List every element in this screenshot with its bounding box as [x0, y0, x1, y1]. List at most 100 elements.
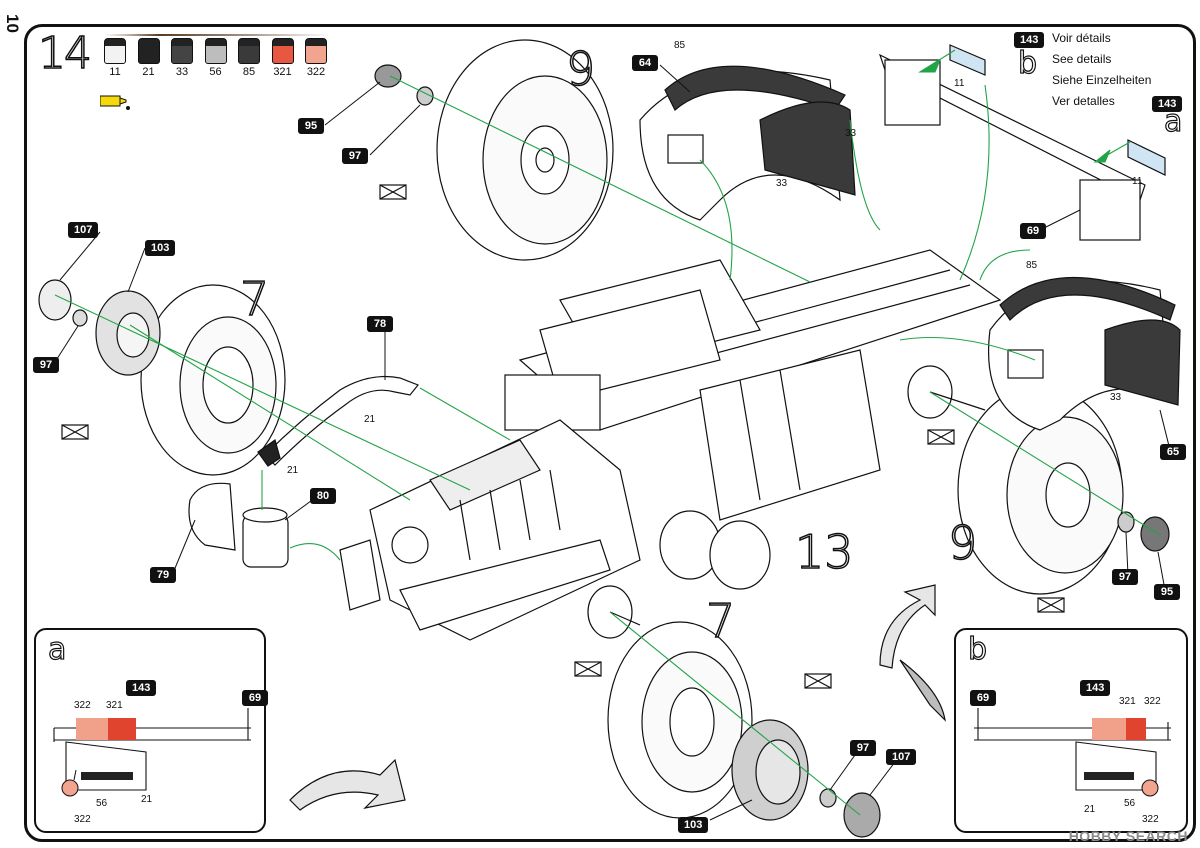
page-frame	[24, 24, 1196, 842]
chassis-frame	[504, 249, 1002, 521]
inset-b-322: 322	[1144, 696, 1161, 707]
paint-label-11-a: 11	[954, 78, 965, 89]
part-tag-103-bottom: 103	[678, 817, 709, 833]
no-cement-icons	[61, 184, 1065, 689]
fender-64	[639, 65, 856, 221]
part-tag-107-bottom: 107	[886, 749, 917, 765]
paint-code: 85	[242, 66, 256, 78]
hub-cap-107-bottom	[843, 792, 881, 838]
tire-number-9-top: 9	[565, 41, 596, 97]
hub-95-right	[1140, 516, 1170, 552]
part-tag-103-left: 103	[145, 240, 176, 256]
paint-label-33-right: 33	[1110, 392, 1122, 403]
paint-chip: 321	[270, 38, 296, 78]
fender-65	[988, 277, 1181, 431]
tire-top-9	[436, 39, 614, 261]
paint-code: 33	[175, 66, 189, 78]
detail-ref-a: a	[1163, 103, 1183, 139]
cement-tube-icon	[100, 94, 130, 110]
details-legend: Voir détails See details Siehe Einzelhei…	[1052, 28, 1151, 112]
paint-label-85-right: 85	[1026, 260, 1038, 271]
paint-jar-icon	[204, 38, 227, 64]
paint-chip: 33	[169, 38, 195, 78]
inset-a-letter: a	[47, 631, 67, 667]
legend-fr: Voir détails	[1052, 31, 1111, 45]
part-tag-143-top: 143	[1014, 32, 1045, 48]
inset-b-letter: b	[967, 631, 988, 667]
part-tag-97-top: 97	[342, 148, 368, 164]
paint-code: 321	[273, 66, 292, 78]
legend-en: See details	[1052, 52, 1112, 66]
inset-b-56: 56	[1124, 798, 1136, 809]
paint-code: 21	[142, 66, 155, 78]
paint-label-21-b: 21	[287, 465, 299, 476]
inset-b-322b: 322	[1142, 814, 1159, 825]
part-tag-64: 64	[632, 55, 658, 71]
inset-a-322: 322	[74, 700, 91, 711]
tire-number-9-right: 9	[947, 515, 978, 571]
paint-code: 56	[209, 66, 222, 78]
paint-chip: 11	[102, 38, 128, 78]
paint-chip: 85	[236, 38, 262, 78]
detail-inset-b: b 69 143 321 322 21 56 322	[954, 628, 1188, 833]
part-tag-79: 79	[150, 567, 176, 583]
part-tag-69: 69	[1020, 223, 1046, 239]
paint-jar-icon	[171, 38, 193, 64]
paint-label-11-b: 11	[1132, 176, 1143, 187]
part-tag-78: 78	[367, 316, 393, 332]
rotate-view-arrow	[289, 584, 946, 811]
bearing-97-bottom	[819, 788, 837, 808]
inset-a-321: 321	[106, 700, 123, 711]
inset-b-21: 21	[1084, 804, 1096, 815]
paint-code: 322	[306, 66, 326, 78]
tire-right-9	[957, 385, 1124, 595]
inset-b-part-143: 143	[1080, 680, 1111, 696]
paint-jar-icon	[305, 38, 327, 64]
engine-block	[339, 419, 641, 641]
assembly-number-13: 13	[794, 524, 854, 580]
bearing-97-right	[1117, 511, 1135, 533]
legend-es: Ver detalles	[1052, 94, 1115, 108]
part-tag-97-bottom: 97	[850, 740, 876, 756]
hub-cap-107-left	[38, 279, 72, 321]
part-tag-97-left: 97	[33, 357, 59, 373]
inset-b-321: 321	[1119, 696, 1136, 707]
part-tag-80: 80	[310, 488, 336, 504]
inset-a-322b: 322	[74, 814, 91, 825]
paint-label-33-b: 33	[776, 178, 788, 189]
tire-number-7-left: 7	[239, 271, 270, 327]
inset-a-part-69: 69	[242, 690, 268, 706]
inset-a-part-143: 143	[126, 680, 157, 696]
paint-chip: 56	[203, 38, 229, 78]
paint-jar-icon	[137, 38, 160, 64]
part-tag-97-right: 97	[1112, 569, 1138, 585]
paint-jar-icon	[238, 38, 260, 64]
part-tag-107-left: 107	[68, 222, 99, 238]
paint-jar-icon	[271, 38, 294, 64]
paint-label-33-a: 33	[845, 128, 857, 139]
paint-label-21-a: 21	[364, 414, 376, 425]
part-tag-95-right: 95	[1154, 584, 1180, 600]
hub-95-top	[374, 64, 402, 88]
legend-de: Siehe Einzelheiten	[1052, 73, 1152, 87]
tire-left-7	[140, 284, 286, 476]
paint-jar-icon	[104, 38, 126, 64]
detail-ref-b: b	[1017, 45, 1038, 81]
part-tag-65: 65	[1160, 444, 1186, 460]
exhaust-pipe-78	[257, 375, 419, 467]
paint-code: 11	[109, 66, 121, 78]
tire-bottom-7	[607, 621, 753, 819]
paint-chip: 322	[303, 38, 329, 78]
paint-label-85-top: 85	[674, 40, 686, 51]
inset-a-56: 56	[96, 798, 108, 809]
bearing-97-left	[72, 309, 88, 327]
part-tag-95-top: 95	[298, 118, 324, 134]
inset-b-part-69: 69	[970, 690, 996, 706]
detail-inset-a: a 322 321 143 69 56 21 322	[34, 628, 268, 833]
watermark: HOBBY SEARCH	[1068, 828, 1188, 844]
inset-a-21: 21	[141, 794, 153, 805]
tire-number-7-bottom: 7	[705, 593, 736, 649]
part-tag-143-mid: 143	[1152, 96, 1183, 112]
filter-bracket-79	[188, 482, 236, 551]
